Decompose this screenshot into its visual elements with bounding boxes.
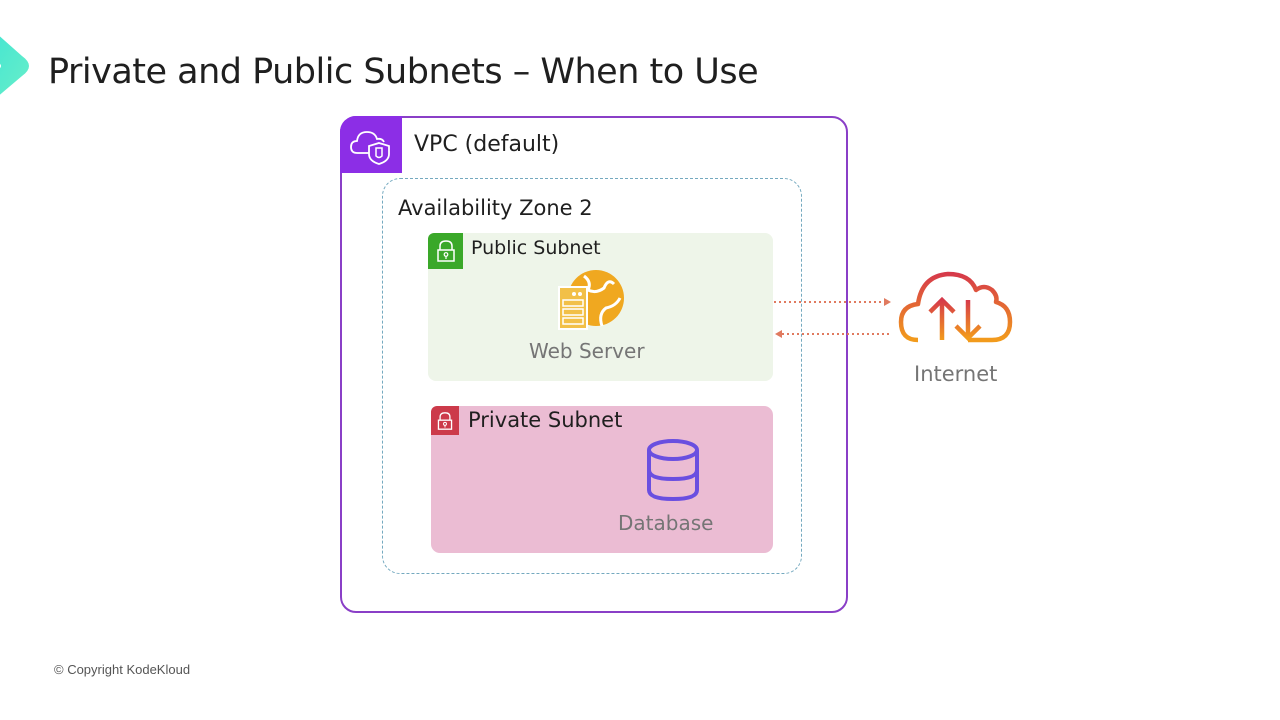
connection-arrows <box>774 298 892 338</box>
arrow-internet-to-webserver <box>775 330 892 338</box>
internet-label: Internet <box>914 362 998 386</box>
web-server-label: Web Server <box>529 339 645 363</box>
availability-zone-container <box>382 178 802 574</box>
database-label: Database <box>618 511 714 535</box>
kodekloud-logo-chevron-icon <box>0 36 29 95</box>
slide-title: Private and Public Subnets – When to Use <box>48 52 759 92</box>
lock-icon <box>437 411 453 430</box>
internet-cloud-upload-download-icon <box>898 271 1013 343</box>
availability-zone-label: Availability Zone 2 <box>398 196 593 220</box>
vpc-badge <box>340 116 402 173</box>
public-subnet: Public Subnet Web Server <box>428 233 773 381</box>
web-server-globe-icon <box>558 270 624 330</box>
copyright-footer: © Copyright KodeKloud <box>54 662 191 677</box>
arrow-webserver-to-internet <box>774 298 891 306</box>
private-subnet-badge <box>431 406 459 435</box>
database-icon <box>647 439 699 502</box>
public-subnet-label: Public Subnet <box>471 237 601 259</box>
lock-icon <box>436 240 455 262</box>
public-subnet-badge <box>428 233 463 269</box>
vpc-label: VPC (default) <box>414 132 560 157</box>
vpc-container: VPC (default) <box>340 116 848 613</box>
private-subnet: Private Subnet Database <box>431 406 773 553</box>
private-subnet-label: Private Subnet <box>468 408 623 432</box>
vpc-cloud-shield-icon <box>350 130 390 165</box>
